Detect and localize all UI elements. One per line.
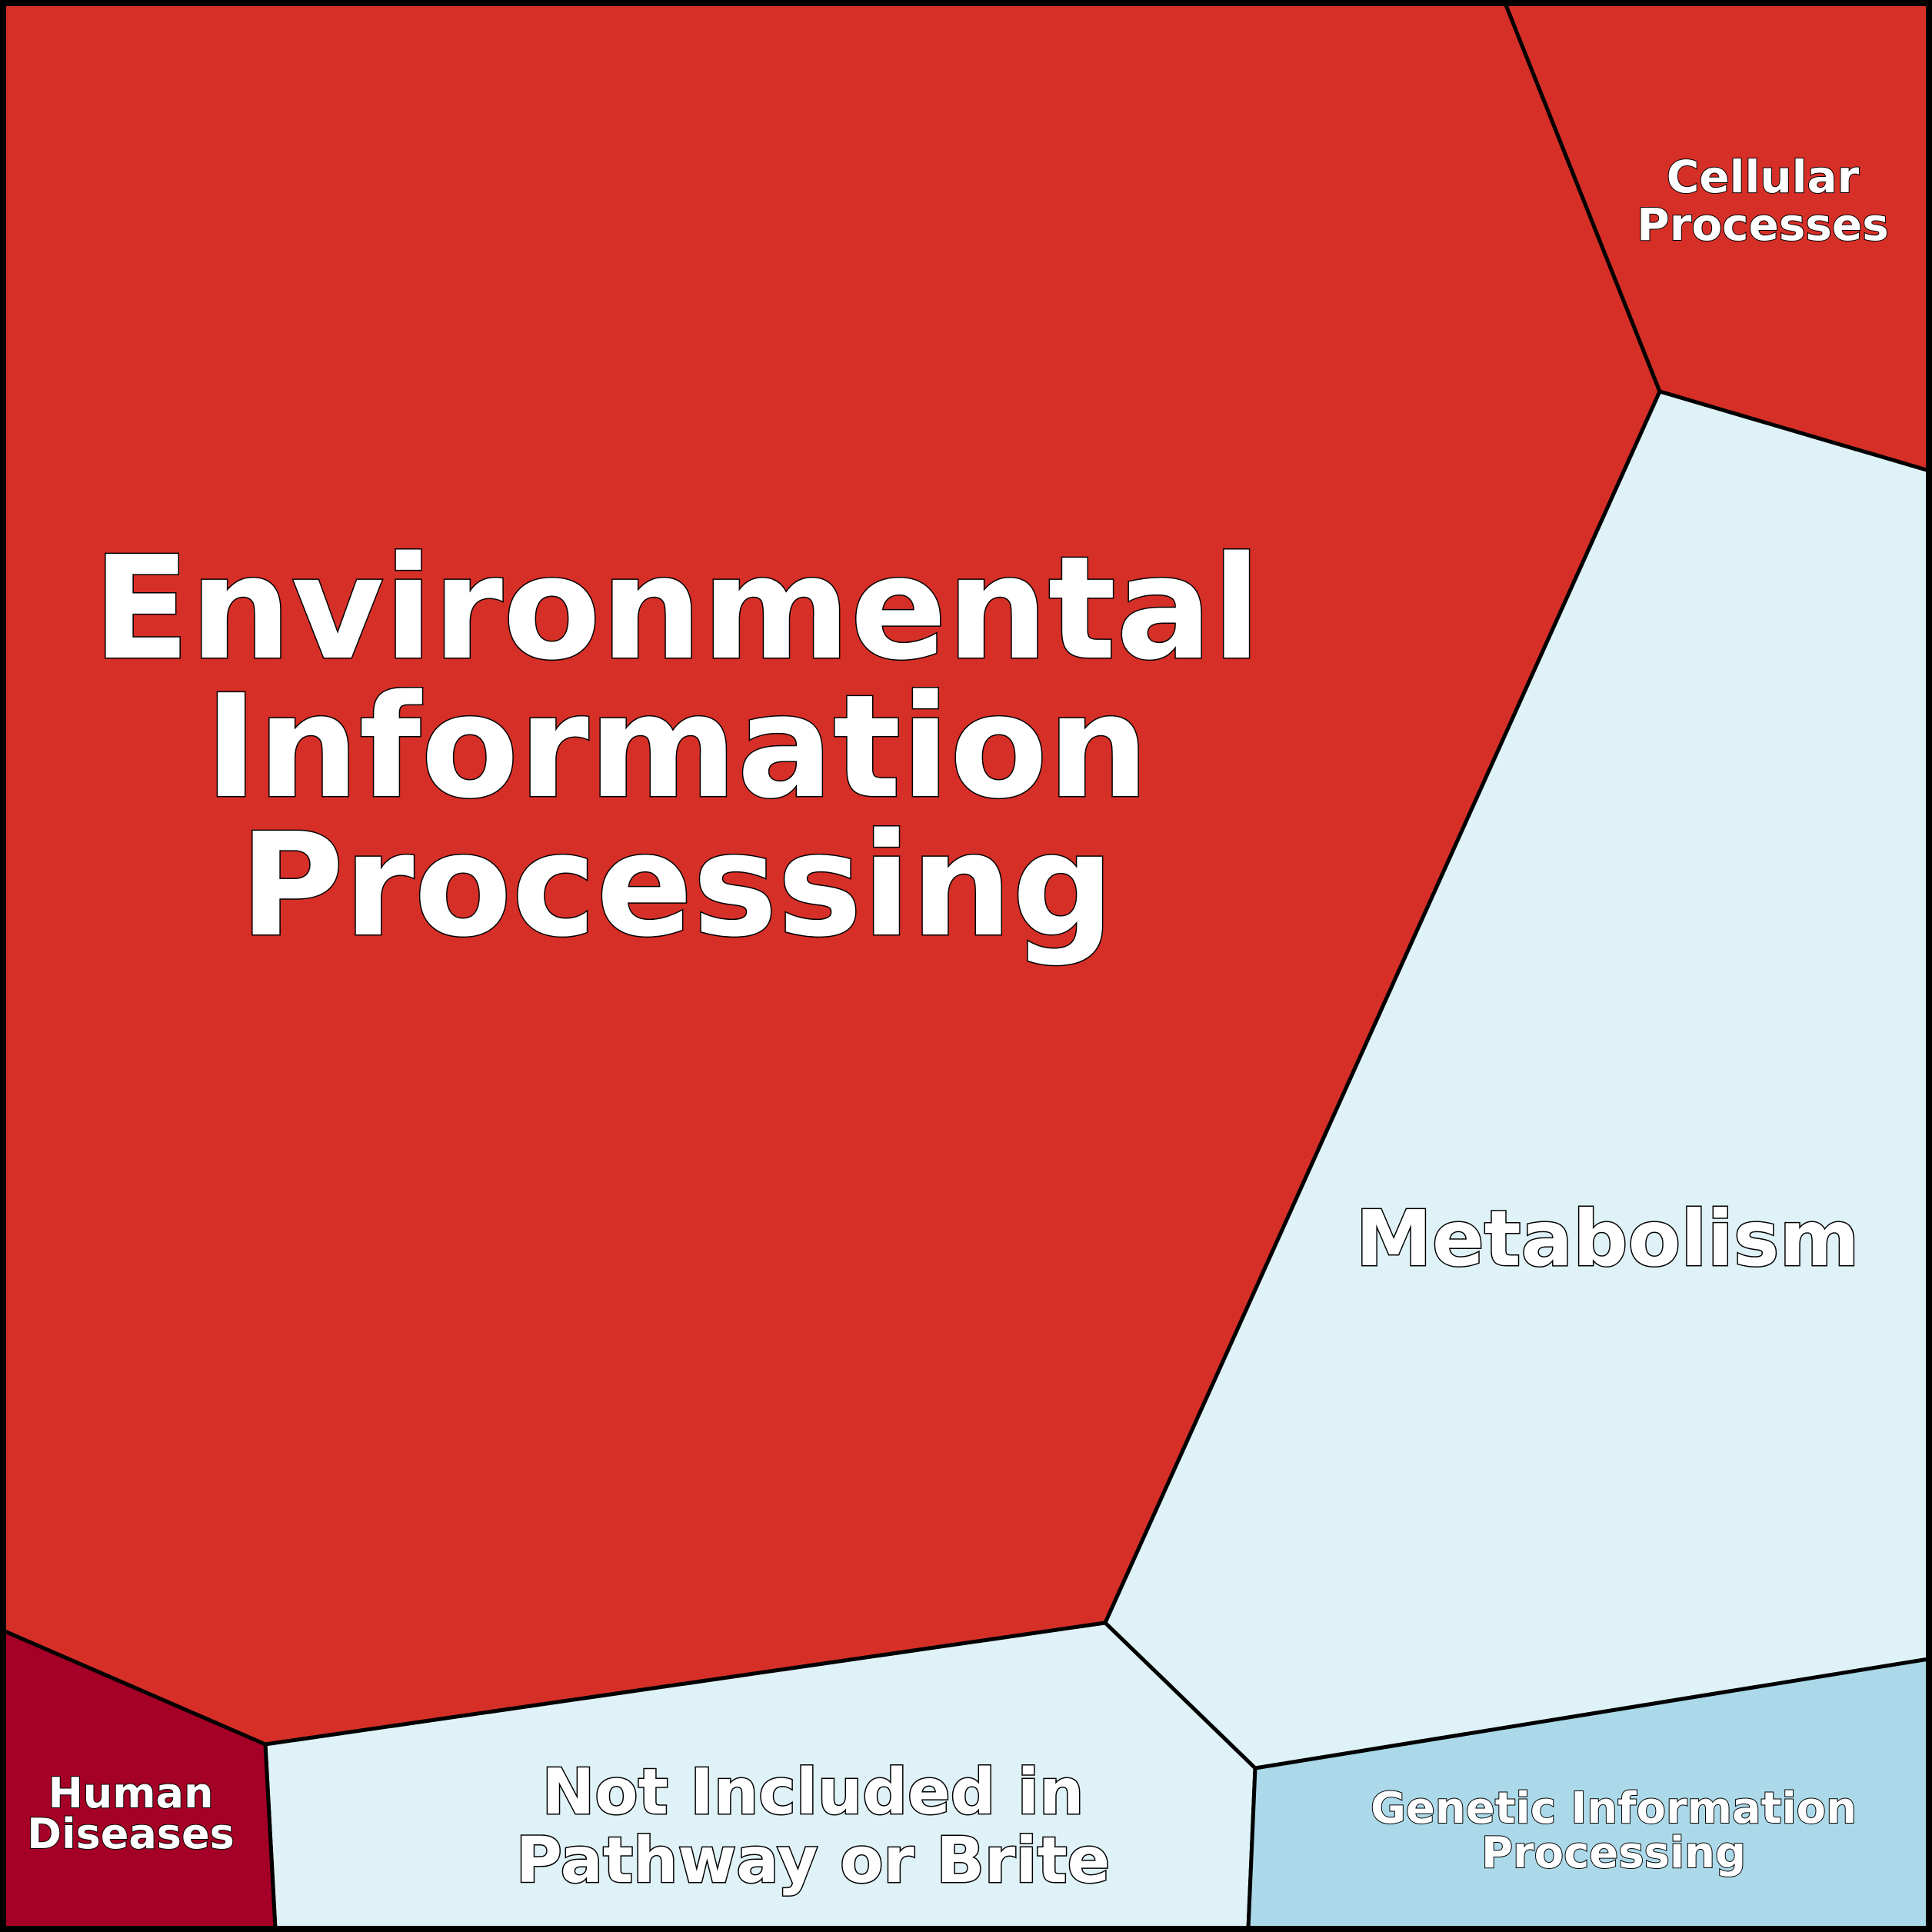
label-human-diseases-line-1: Human (48, 1769, 214, 1817)
label-not-included-line-1: Not Included in (542, 1756, 1084, 1829)
label-environmental-line-3: Processing (240, 802, 1114, 968)
label-genetic-line-1: Genetic Information (1371, 1784, 1857, 1834)
label-cellular-line-2: Processes (1637, 198, 1889, 251)
label-environmental-line-1: Environmental (93, 525, 1261, 691)
label-environmental-line-2: Information (205, 664, 1149, 830)
label-not-included-line-2: Pathway or Brite (516, 1824, 1111, 1897)
label-human-diseases-line-2: Diseases (27, 1810, 234, 1858)
label-cellular-line-1: Cellular (1667, 151, 1860, 203)
label-genetic-line-2: Processing (1481, 1828, 1746, 1878)
label-metabolism: Metabolism (1355, 1194, 1859, 1284)
label-metabolism-line-1: Metabolism (1355, 1194, 1859, 1284)
